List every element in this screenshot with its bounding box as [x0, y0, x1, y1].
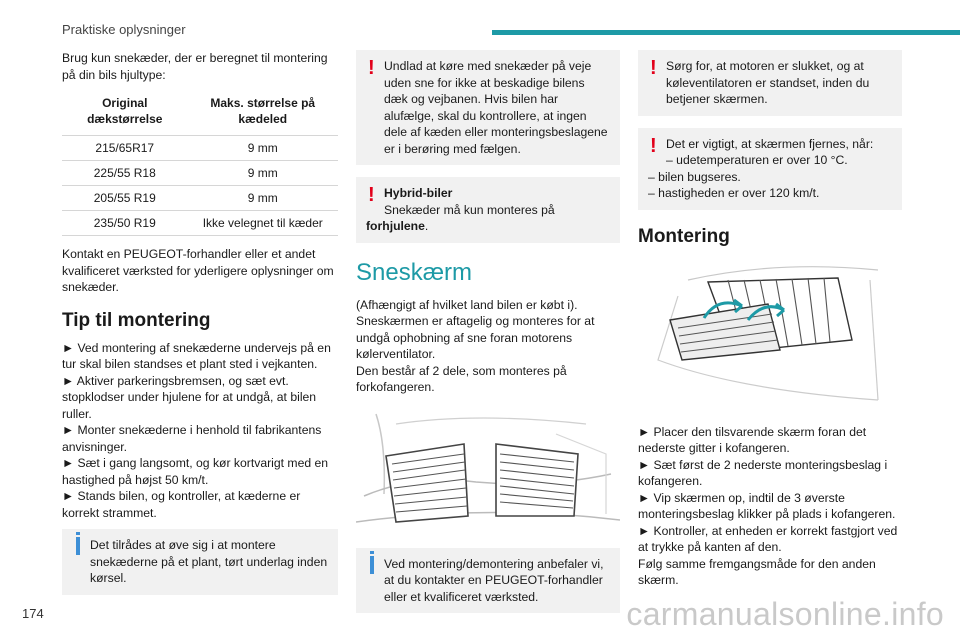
warning-list: – udetemperaturen er over 10 °C. – bilen… [648, 152, 892, 202]
column-3: ! Sørg for, at motoren er slukket, og at… [638, 50, 902, 597]
table-cell: 235/50 R19 [62, 210, 188, 236]
info-text: Det tilrådes at øve sig i at montere sne… [90, 538, 328, 585]
tip-step: ► Stands bilen, og kontroller, at kædern… [62, 489, 301, 520]
mounting-step: ► Placer den tilsvarende skærm foran det… [638, 424, 867, 456]
info-text: Ved montering/demontering anbefaler vi, … [384, 556, 604, 604]
section-text: Den består af 2 dele, som monteres på fo… [356, 363, 567, 395]
list-item: – hastigheden er over 120 km/t. [648, 186, 820, 200]
warning-title: Hybrid-biler [384, 186, 453, 200]
mounting-illustration [638, 259, 902, 410]
chain-size-table: Original dækstørrelse Maks. størrelse på… [62, 91, 338, 236]
warning-box: ! Det er vigtigt, at skærmen fjernes, nå… [638, 127, 902, 210]
warning-text: Undlad at køre med snekæder på veje uden… [384, 59, 608, 156]
table-cell: 205/55 R19 [62, 185, 188, 211]
page-number: 174 [22, 606, 44, 621]
warning-icon: ! [368, 184, 375, 206]
table-row: 215/65R17 9 mm [62, 135, 338, 161]
table-cell: 9 mm [187, 185, 338, 211]
list-item: – bilen bugseres. [648, 169, 741, 184]
info-icon [370, 550, 374, 574]
tip-heading: Tip til montering [62, 309, 211, 331]
column-2: ! Undlad at køre med snekæder på veje ud… [356, 50, 620, 625]
section-text: Sneskærmen er aftagelig og monteres for … [356, 314, 595, 361]
chains-intro: Brug kun snekæder, der er beregnet til m… [62, 51, 328, 82]
tip-step: ► Aktiver parkeringsbremsen, og sæt evt.… [62, 373, 317, 421]
warning-icon: ! [368, 57, 375, 79]
info-box: Ved montering/demontering anbefaler vi, … [356, 547, 620, 613]
warning-intro: Det er vigtigt, at skærmen fjernes, når: [666, 136, 874, 151]
warning-icon: ! [650, 57, 657, 79]
list-item: – udetemperaturen er over 10 °C. [666, 153, 848, 167]
section-heading: Sneskærm [356, 258, 473, 286]
warning-box: ! Hybrid-biler Snekæder må kun monteres … [356, 177, 620, 243]
table-row: 225/55 R18 9 mm [62, 160, 338, 186]
tip-step: ► Monter snekæderne i henhold til fabrik… [62, 423, 322, 454]
table-cell: 9 mm [187, 160, 338, 186]
tip-step: ► Ved montering af snekæderne undervejs … [62, 340, 331, 372]
warning-text-end: . [424, 219, 429, 233]
warning-box: ! Undlad at køre med snekæder på veje ud… [356, 50, 620, 165]
section-intro: (Afhængigt af hvilket land bilen er købt… [356, 297, 578, 312]
warning-text: Sørg for, at motoren er slukket, og at k… [666, 59, 870, 106]
table-row: 235/50 R19 Ikke velegnet til kæder [62, 210, 338, 236]
info-box: Det tilrådes at øve sig i at montere sne… [62, 529, 338, 595]
mounting-closing: Følg samme fremgangsmåde for den anden s… [638, 556, 876, 588]
watermark: carmanualsonline.info [626, 596, 944, 632]
table-header: Original dækstørrelse [87, 96, 163, 126]
table-header: Maks. størrelse på kædeled [210, 96, 316, 126]
warning-icon: ! [650, 134, 657, 157]
info-icon [76, 532, 80, 555]
table-cell: 225/55 R18 [62, 160, 188, 186]
contact-text: Kontakt en PEUGEOT-forhandler eller et a… [62, 247, 334, 294]
mounting-step: ► Sæt først de 2 nederste monteringsbesl… [638, 457, 888, 489]
warning-emphasis: forhjulene [366, 219, 425, 233]
table-cell: 9 mm [187, 135, 338, 161]
table-row: 205/55 R19 9 mm [62, 185, 338, 211]
tip-step: ► Sæt i gang langsomt, og kør kortvarigt… [62, 456, 329, 487]
header-accent-bar [492, 30, 960, 35]
snow-screen-illustration [356, 403, 620, 534]
montering-heading: Montering [638, 225, 730, 247]
column-1: Brug kun snekæder, der er beregnet til m… [62, 50, 338, 607]
table-cell: 215/65R17 [62, 135, 188, 161]
running-header: Praktiske oplysninger [62, 22, 186, 37]
mounting-step: ► Vip skærmen op, indtil de 3 øverste mo… [638, 490, 896, 522]
mounting-step: ► Kontroller, at enheden er korrekt fast… [638, 523, 898, 555]
table-cell: Ikke velegnet til kæder [187, 210, 338, 236]
warning-box: ! Sørg for, at motoren er slukket, og at… [638, 50, 902, 116]
warning-text: Snekæder må kun monteres på [384, 202, 555, 217]
